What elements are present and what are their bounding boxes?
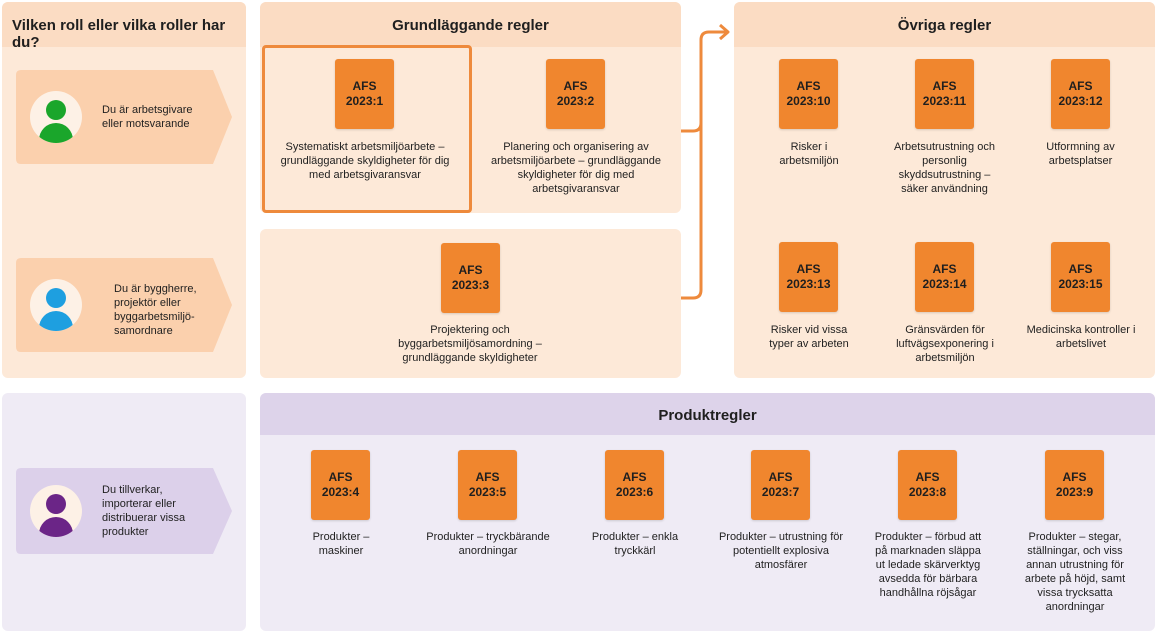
afs-label: AFS: [796, 79, 821, 93]
afs-2023-9-desc: Produkter – stegar, ställningar, och vis…: [1024, 531, 1126, 613]
afs-2023-1-desc: Systematiskt arbetsmiljöarbete – grundlä…: [280, 141, 450, 181]
roles-header: Vilken roll eller vilka roller har du?: [12, 17, 226, 51]
afs-2023-12-desc: Utformning av arbetsplatser: [1046, 141, 1115, 167]
afs-label: AFS: [1062, 470, 1087, 484]
afs-2023-6-desc: Produkter – enkla tryckkärl: [591, 531, 679, 557]
afs-2023-14-desc: Gränsvärden för luftvägsexponering i arb…: [896, 324, 994, 364]
afs-number: 2023:8: [908, 485, 947, 499]
afs-label: AFS: [458, 263, 483, 277]
afs-number: 2023:5: [468, 485, 507, 499]
ovriga-header-bar: [734, 2, 1155, 47]
role-manufacturer: Du tillverkar, importerar eller distribu…: [16, 468, 232, 554]
produkt-title: Produktregler: [658, 407, 757, 424]
afs-2023-12-badge[interactable]: AFS 2023:12: [1051, 59, 1110, 129]
afs-number: 2023:11: [922, 94, 967, 108]
afs-2023-10-desc: Risker i arbetsmiljön: [779, 141, 839, 167]
afs-2023-5-badge[interactable]: AFS 2023:5: [458, 450, 517, 520]
afs-2023-13-desc: Risker vid vissa typer av arbeten: [769, 324, 849, 350]
afs-label: AFS: [352, 79, 377, 93]
afs-number: 2023:13: [786, 277, 831, 291]
roles-header-bar: [2, 2, 246, 47]
afs-2023-7-badge[interactable]: AFS 2023:7: [751, 450, 810, 520]
person-icon-head: [46, 288, 66, 308]
ovriga-title: Övriga regler: [897, 17, 992, 34]
afs-2023-10-badge[interactable]: AFS 2023:10: [779, 59, 838, 129]
afs-number: 2023:7: [761, 485, 800, 499]
afs-number: 2023:14: [922, 277, 967, 291]
person-icon-body: [39, 517, 73, 537]
afs-2023-14-badge[interactable]: AFS 2023:14: [915, 242, 974, 312]
afs-2023-15-badge[interactable]: AFS 2023:15: [1051, 242, 1110, 312]
afs-label: AFS: [915, 470, 940, 484]
grund-header-bar: [260, 2, 681, 47]
afs-number: 2023:15: [1058, 277, 1103, 291]
afs-2023-7-desc: Produkter – utrustning för potentiellt e…: [718, 531, 844, 571]
connector-arrow: [681, 23, 730, 300]
afs-2023-13-badge[interactable]: AFS 2023:13: [779, 242, 838, 312]
person-icon-head: [46, 100, 66, 120]
afs-label: AFS: [622, 470, 647, 484]
afs-2023-8-desc: Produkter – förbud att på marknaden släp…: [874, 531, 982, 599]
afs-number: 2023:2: [556, 94, 595, 108]
afs-2023-9-badge[interactable]: AFS 2023:9: [1045, 450, 1104, 520]
role-text: Du tillverkar, importerar eller distribu…: [102, 484, 186, 538]
person-icon-head: [46, 494, 66, 514]
afs-2023-5-desc: Produkter – tryckbärande anordningar: [426, 531, 550, 557]
afs-2023-2-desc: Planering och organisering av arbetsmilj…: [490, 141, 661, 195]
afs-label: AFS: [1068, 262, 1093, 276]
person-icon-body: [39, 311, 73, 331]
produkt-header-bar: [260, 393, 1155, 435]
person-icon: [30, 279, 82, 331]
afs-2023-8-badge[interactable]: AFS 2023:8: [898, 450, 957, 520]
role-text: Du är arbetsgivare eller motsvarande: [102, 104, 193, 130]
afs-label: AFS: [768, 470, 793, 484]
afs-label: AFS: [328, 470, 353, 484]
role-text: Du är byggherre, projektör eller byggarb…: [114, 283, 197, 337]
afs-2023-6-badge[interactable]: AFS 2023:6: [605, 450, 664, 520]
afs-label: AFS: [475, 470, 500, 484]
afs-number: 2023:10: [786, 94, 831, 108]
afs-2023-3-desc: Projektering och byggarbetsmiljösamordni…: [398, 324, 542, 364]
afs-2023-11-desc: Arbetsutrustning och personlig skyddsutr…: [894, 141, 995, 195]
afs-2023-4-badge[interactable]: AFS 2023:4: [311, 450, 370, 520]
person-icon-body: [39, 123, 73, 143]
highlight-frame: [262, 45, 472, 213]
afs-2023-4-desc: Produkter – maskiner: [312, 531, 370, 557]
afs-number: 2023:6: [615, 485, 654, 499]
afs-label: AFS: [796, 262, 821, 276]
afs-number: 2023:1: [345, 94, 384, 108]
afs-2023-11-badge[interactable]: AFS 2023:11: [915, 59, 974, 129]
role-builder: Du är byggherre, projektör eller byggarb…: [16, 258, 232, 352]
afs-label: AFS: [932, 79, 957, 93]
afs-number: 2023:12: [1058, 94, 1103, 108]
afs-2023-2-badge[interactable]: AFS 2023:2: [546, 59, 605, 129]
role-employer: Du är arbetsgivare eller motsvarande: [16, 70, 232, 164]
afs-label: AFS: [932, 262, 957, 276]
person-icon: [30, 91, 82, 143]
afs-2023-3-badge[interactable]: AFS 2023:3: [441, 243, 500, 313]
person-icon: [30, 485, 82, 537]
afs-number: 2023:4: [321, 485, 360, 499]
afs-number: 2023:9: [1055, 485, 1094, 499]
afs-2023-15-desc: Medicinska kontroller i arbetslivet: [1026, 324, 1136, 350]
grund-title: Grundläggande regler: [392, 17, 549, 34]
afs-label: AFS: [1068, 79, 1093, 93]
afs-2023-1-badge[interactable]: AFS 2023:1: [335, 59, 394, 129]
afs-number: 2023:3: [451, 278, 490, 292]
afs-label: AFS: [563, 79, 588, 93]
